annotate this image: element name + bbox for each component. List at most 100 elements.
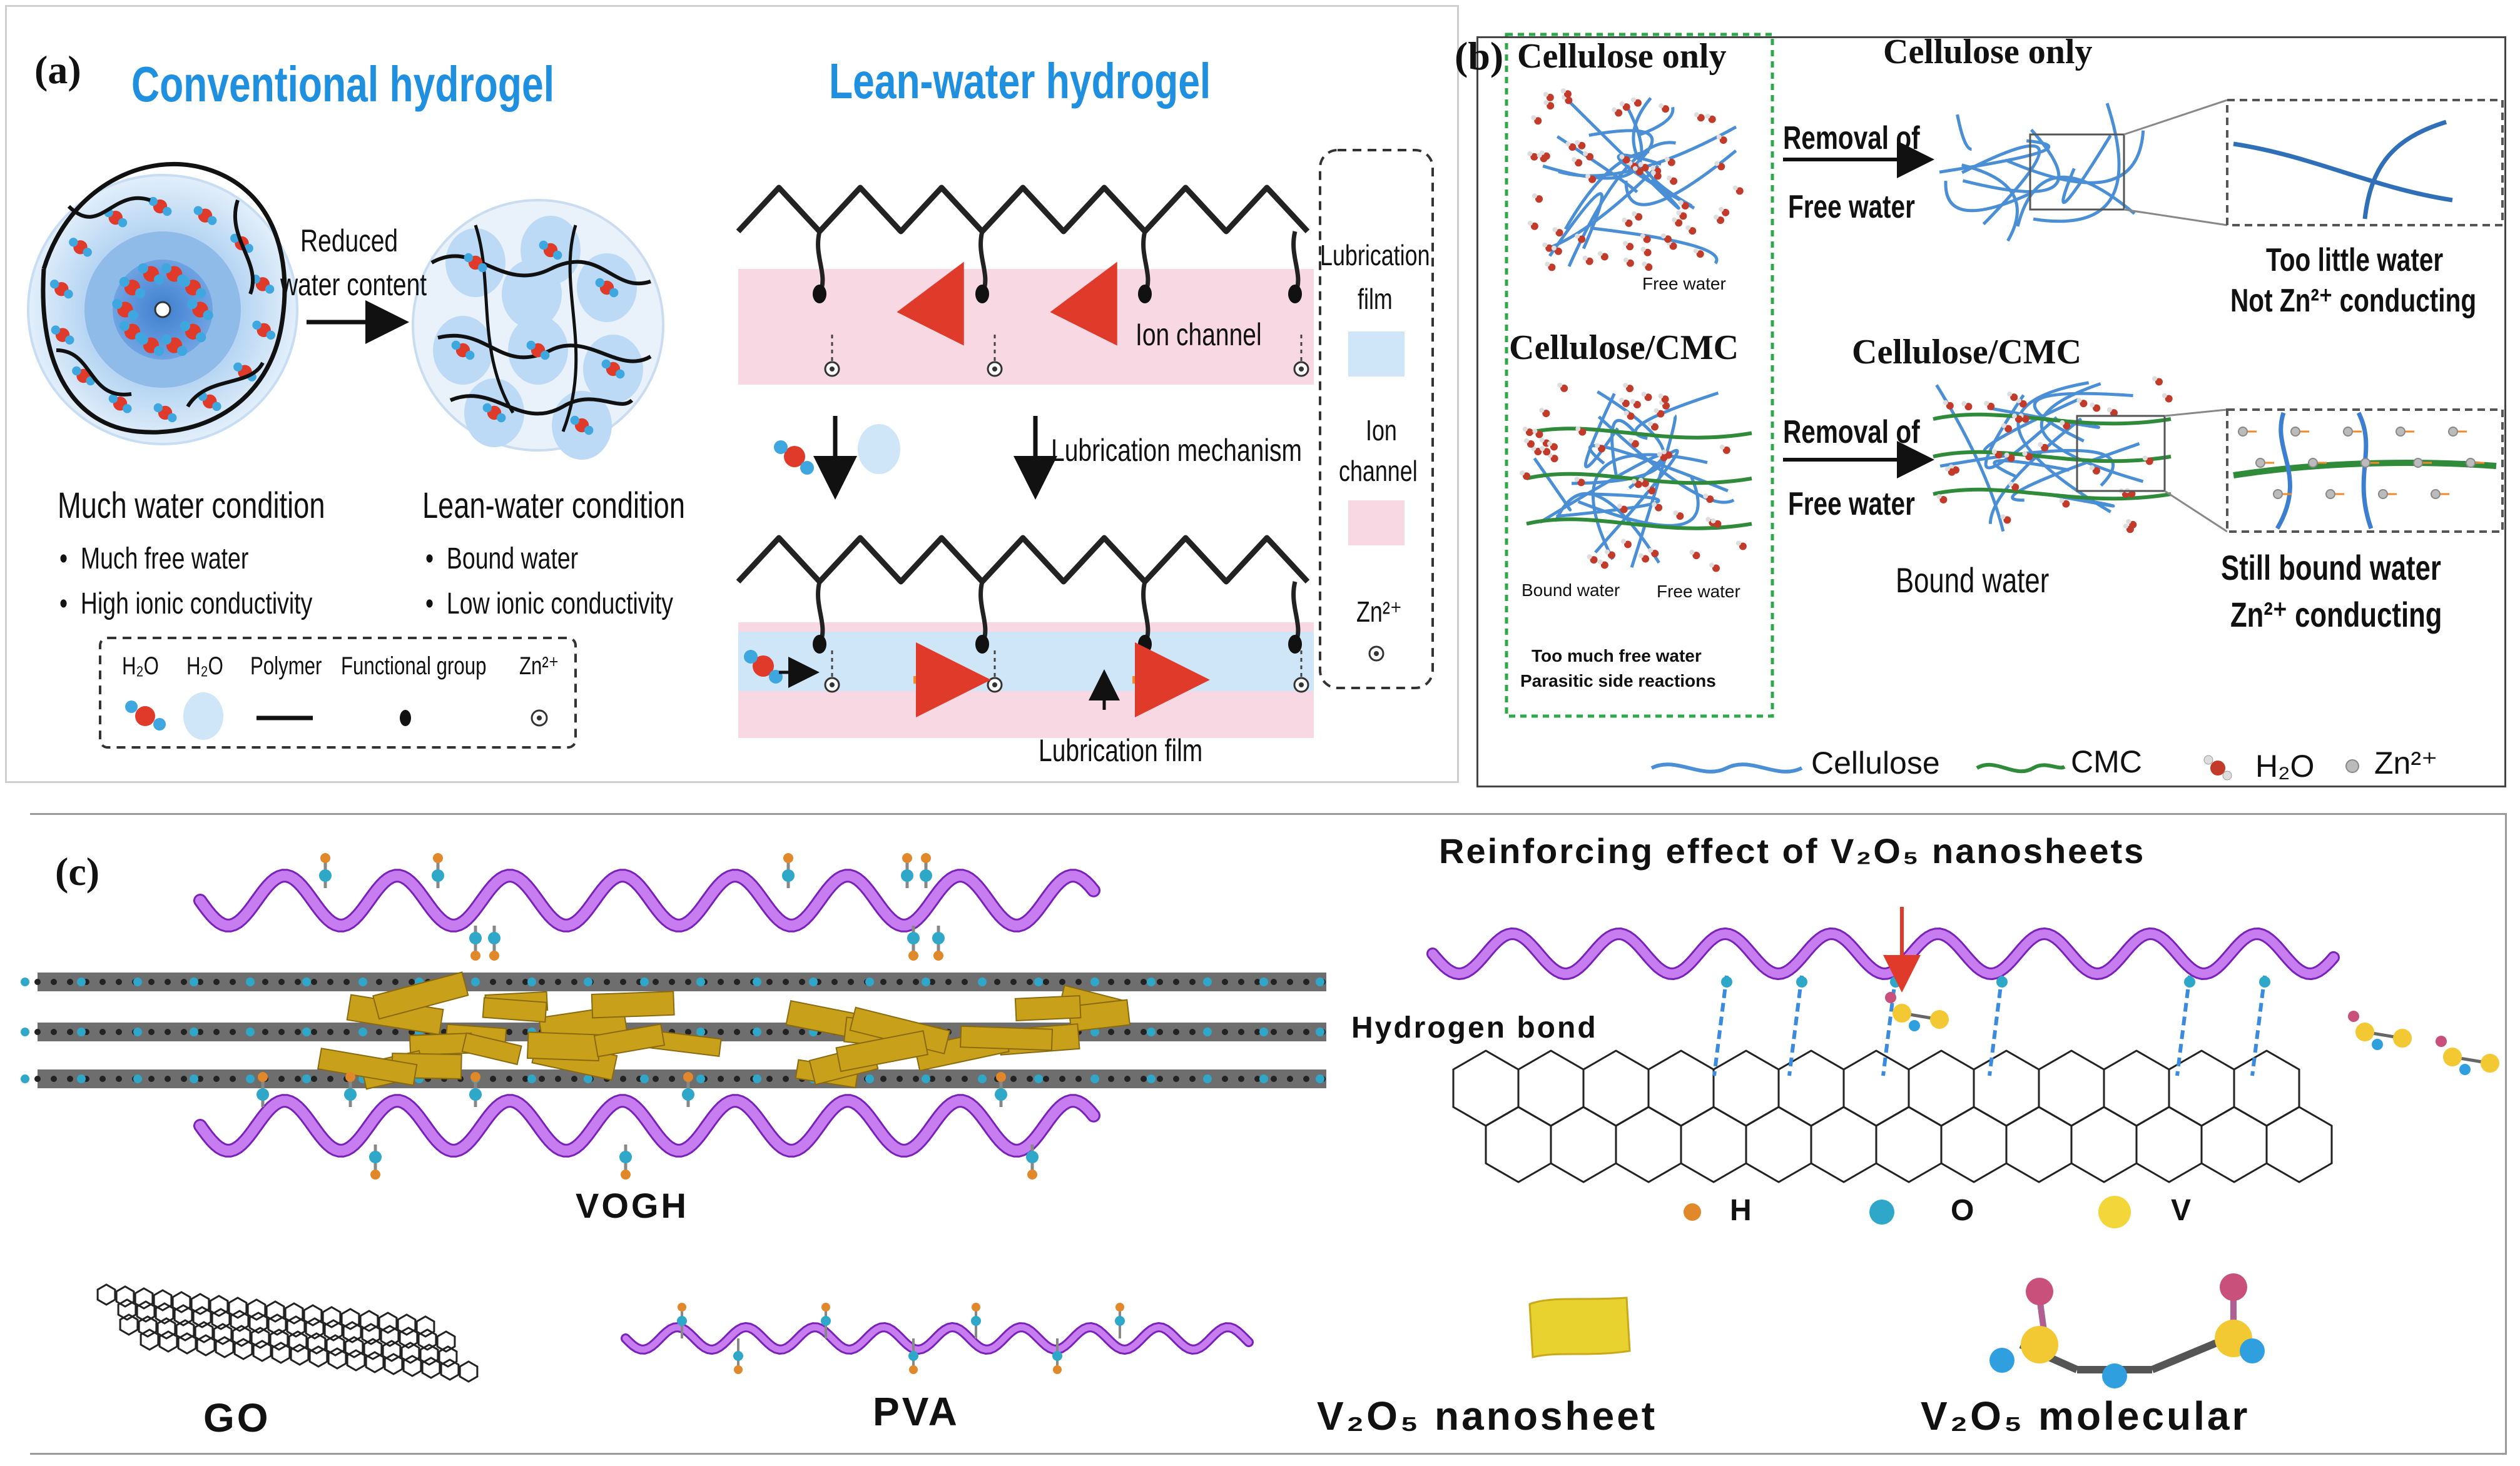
side-legend-box [1319,149,1434,689]
legend-h-atom-icon [1684,1203,1701,1221]
legend-zn-label-b: Zn²⁺ [2374,746,2438,781]
water-molecule-icon [774,440,814,475]
panel-c-label: (c) [55,849,100,894]
legend-polymer-label: Polymer [250,652,322,680]
v2o5-molecule-illustration [1989,1273,2265,1388]
panel-c [21,853,2499,1388]
removal-of-label-bottom: Removal of [1783,414,1920,450]
bound-water-icon [858,424,900,474]
legend-cmc-label: CMC [2071,744,2142,779]
legend-v-label: V [2171,1194,2192,1227]
panel-a-legend-box [99,637,577,749]
side-legend-zn-label: Zn²⁺ [1356,595,1402,628]
panel-c-frame [30,813,2507,1455]
bound-water-label: Bound water [1896,560,2050,600]
zoom-region-bottom [2076,415,2166,492]
legend-h2o-icon [2203,755,2232,781]
legend-water-molecule-icon [125,700,166,730]
lean-water-hydrogel-title: Lean-water hydrogel [829,53,1211,109]
legend-zn-label: Zn²⁺ [519,652,559,680]
vogh-structure [21,853,1326,1180]
v2o5-nanosheet-label: V₂O₅ nanosheet [1317,1393,1658,1438]
legend-o-label: O [1951,1194,1974,1227]
legend-cmc-line [1976,762,2066,774]
side-legend-channel-swatch [1348,500,1405,545]
lean-water-bullet-2: • Low ionic conductivity [425,587,674,620]
side-legend-film-line1: Lubrication [1320,239,1430,271]
panel-b [1505,33,2504,781]
legend-h2o-label-b: H₂O [2255,749,2315,784]
lean-water-mechanism [736,149,1434,738]
legend-functional-group-label: Functional group [341,652,487,680]
legend-cellulose-line [1650,762,1803,774]
removal-of-label-top: Removal of [1783,120,1920,156]
legend-bound-water-icon [183,692,223,740]
water-molecule-icon [744,650,820,688]
legend-h-label: H [1730,1194,1752,1227]
legend-h2o-label: H₂O [122,652,159,680]
cellulose-cmc-dried-network [1933,376,2173,533]
cellulose-dried-network [1939,103,2145,242]
too-much-water-line1: Too much free water [1532,646,1702,665]
free-water-label-top: Free water [1788,189,1915,225]
cellulose-only-left-title: Cellulose only [1517,37,1727,76]
panel-b-label: (b) [1455,34,1504,78]
legend-functional-group-icon [400,710,411,726]
free-water-small-label-2: Free water [1657,582,1740,601]
free-water-small-label: Free water [1642,274,1726,293]
cellulose-cmc-right-title: Cellulose/CMC [1852,333,2082,372]
ion-hop-arrow [1050,261,1117,346]
too-little-water-line2: Not Zn²⁺ conducting [2230,283,2477,319]
conventional-hydrogel-title: Conventional hydrogel [131,56,555,112]
water-content-label: water content [280,267,427,302]
legend-bound-h2o-label: H₂O [186,652,223,680]
lubrication-film-label: Lubrication film [1039,733,1203,768]
panel-a-frame [5,5,1459,783]
legend-cellulose-label: Cellulose [1811,746,1940,781]
v2o5-molecular-label: V₂O₅ molecular [1921,1393,2250,1438]
side-legend-ion-line1: Ion [1366,414,1397,447]
much-water-heading: Much water condition [58,485,325,526]
panel-b-frame [1476,36,2506,787]
zoom-inset-top [2226,99,2504,226]
side-legend-film-line2: film [1358,283,1393,315]
still-bound-water-line1: Still bound water [2221,548,2441,587]
cellulose-only-right-title: Cellulose only [1883,33,2093,71]
vogh-label: VOGH [576,1186,689,1225]
too-much-water-line2: Parasitic side reactions [1520,671,1716,690]
side-legend-film-swatch [1348,331,1405,377]
side-legend-ion-line2: channel [1339,455,1418,487]
much-water-bullet-2: • High ionic conductivity [59,587,313,620]
free-water-label-bottom: Free water [1788,486,1915,522]
lean-water-illustration [412,199,664,460]
lubrication-mechanism-label: Lubrication mechanism [1051,433,1303,468]
lean-water-heading: Lean-water condition [422,485,686,526]
panel-a-label: (a) [34,48,81,92]
bound-water-small-label: Bound water [1522,580,1620,600]
conventional-hydrogel-illustration [27,162,298,445]
legend-v-atom-icon [2098,1196,2131,1228]
legend-zinc-ion-icon [531,709,548,727]
hydrogen-bond-label: Hydrogen bond [1351,1011,1598,1044]
reduced-label: Reduced [300,223,399,258]
much-water-bullet-1: • Much free water [59,542,249,575]
v2o5-nanosheet-illustration [1528,1297,1631,1358]
panel-b-legend [1650,755,2359,781]
side-legend-zinc-icon [1368,645,1384,662]
legend-o-atom-icon [1869,1200,1894,1225]
left-dashed-frame [1505,33,1774,718]
pva-chain-illustration [621,1303,1254,1374]
too-little-water-line1: Too little water [2266,242,2444,278]
cellulose-cmc-network [1520,382,1752,572]
go-sheet-illustration [96,1283,479,1383]
ion-channel-label: Ion channel [1136,317,1262,352]
pva-label: PVA [873,1389,960,1434]
go-label: GO [203,1395,271,1440]
ion-hop-arrow [897,261,964,346]
reinforcing-effect-title: Reinforcing effect of V₂O₅ nanosheets [1439,831,2146,871]
lean-water-bullet-1: • Bound water [425,542,579,575]
cellulose-only-network [1527,88,1744,271]
still-bound-water-line2: Zn²⁺ conducting [2230,595,2442,634]
